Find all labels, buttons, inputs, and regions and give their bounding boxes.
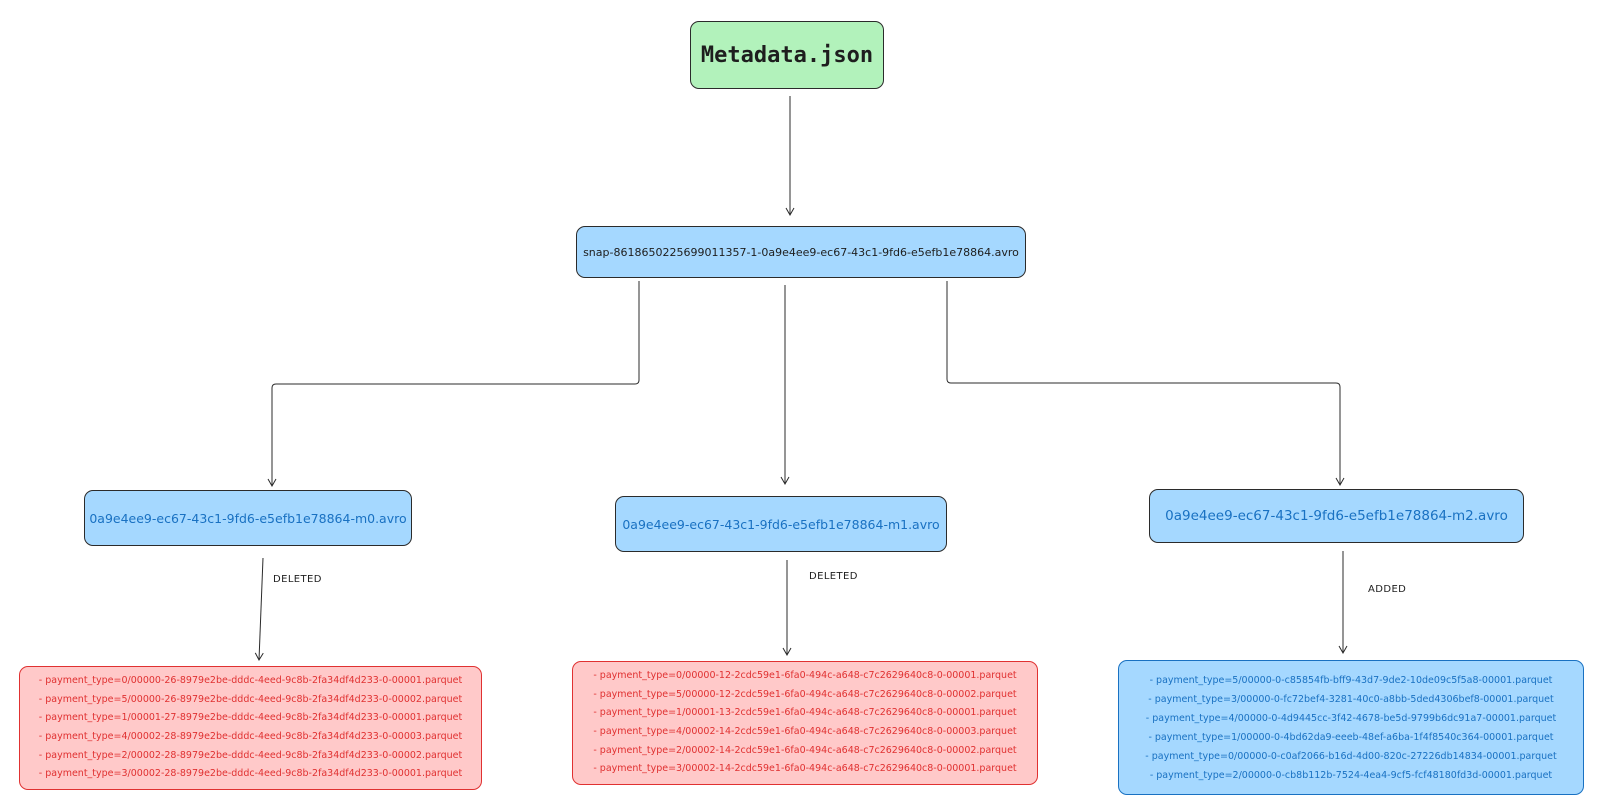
data-file-entry: - payment_type=3/00000-0-fc72bef4-3281-4… <box>1148 693 1554 705</box>
manifest-label-m2: 0a9e4ee9-ec67-43c1-9fd6-e5efb1e78864-m2.… <box>1165 508 1508 524</box>
data-file-entry: - payment_type=4/00000-0-4d9445cc-3f42-4… <box>1145 712 1557 724</box>
data-file-entry: - payment_type=2/00000-0-cb8b112b-7524-4… <box>1149 769 1553 781</box>
manifest-node-m0[interactable]: 0a9e4ee9-ec67-43c1-9fd6-e5efb1e78864-m0.… <box>84 490 412 546</box>
status-label-m1: DELETED <box>809 571 858 582</box>
data-file-entry: - payment_type=3/00002-14-2cdc59e1-6fa0-… <box>593 763 1017 775</box>
data-file-entry: - payment_type=1/00001-13-2cdc59e1-6fa0-… <box>593 707 1017 719</box>
status-label-m0: DELETED <box>273 574 322 585</box>
arrow-snapshot-to-m0 <box>267 281 640 488</box>
data-file-entry: - payment_type=1/00001-27-8979e2be-dddc-… <box>38 712 463 724</box>
data-file-entry: - payment_type=4/00002-14-2cdc59e1-6fa0-… <box>593 726 1017 737</box>
snapshot-node[interactable]: snap-8618650225699011357-1-0a9e4ee9-ec67… <box>576 226 1026 278</box>
data-file-entry: - payment_type=0/00000-0-c0af2066-b16d-4… <box>1145 750 1557 762</box>
arrow-snapshot-to-m2 <box>946 281 1345 487</box>
metadata-json-node[interactable]: Metadata.json <box>690 21 884 89</box>
arrow-m0-to-files <box>254 557 264 662</box>
data-file-entry: - payment_type=0/00000-26-8979e2be-dddc-… <box>38 674 463 686</box>
manifest-node-m1[interactable]: 0a9e4ee9-ec67-43c1-9fd6-e5efb1e78864-m1.… <box>615 496 947 552</box>
data-file-entry: - payment_type=2/00002-28-8979e2be-dddc-… <box>38 749 463 761</box>
manifest-label-m0: 0a9e4ee9-ec67-43c1-9fd6-e5efb1e78864-m0.… <box>89 510 407 526</box>
snapshot-label: snap-8618650225699011357-1-0a9e4ee9-ec67… <box>583 245 1019 259</box>
data-file-entry: - payment_type=3/00002-28-8979e2be-dddc-… <box>38 768 463 780</box>
manifest-label-m1: 0a9e4ee9-ec67-43c1-9fd6-e5efb1e78864-m1.… <box>622 516 940 532</box>
data-files-box-m0[interactable]: - payment_type=0/00000-26-8979e2be-dddc-… <box>19 666 482 790</box>
manifest-node-m2[interactable]: 0a9e4ee9-ec67-43c1-9fd6-e5efb1e78864-m2.… <box>1149 489 1524 543</box>
data-files-box-m1[interactable]: - payment_type=0/00000-12-2cdc59e1-6fa0-… <box>572 661 1038 785</box>
data-file-entry: - payment_type=5/00000-12-2cdc59e1-6fa0-… <box>593 688 1017 700</box>
data-file-entry: - payment_type=5/00000-0-c85854fb-bff9-4… <box>1149 674 1553 686</box>
data-files-box-m2[interactable]: - payment_type=5/00000-0-c85854fb-bff9-4… <box>1118 660 1584 795</box>
data-file-entry: - payment_type=2/00002-14-2cdc59e1-6fa0-… <box>593 744 1017 756</box>
data-file-entry: - payment_type=4/00002-28-8979e2be-dddc-… <box>38 731 463 742</box>
data-file-entry: - payment_type=0/00000-12-2cdc59e1-6fa0-… <box>593 669 1017 681</box>
status-label-m2: ADDED <box>1368 584 1407 595</box>
metadata-json-label: Metadata.json <box>700 42 874 68</box>
data-file-entry: - payment_type=5/00000-26-8979e2be-dddc-… <box>38 693 463 705</box>
data-file-entry: - payment_type=1/00000-0-4bd62da9-eeeb-4… <box>1148 731 1554 743</box>
